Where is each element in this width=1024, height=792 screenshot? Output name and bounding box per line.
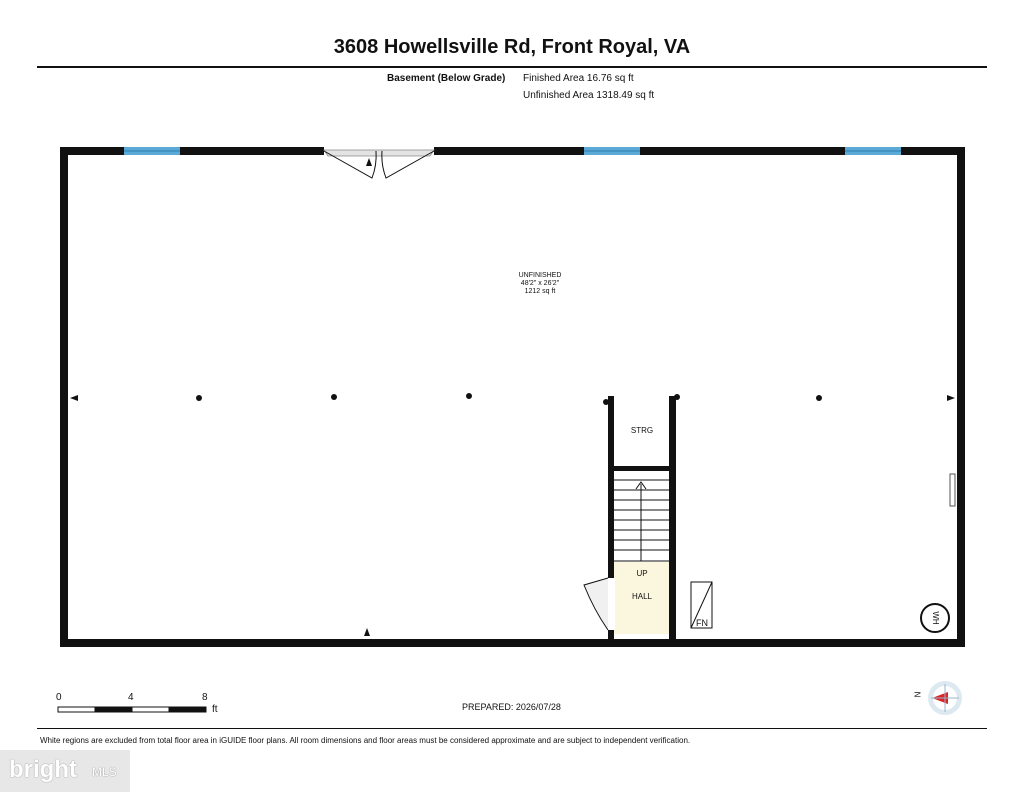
prepared-date: PREPARED: 2026/07/28: [462, 702, 561, 712]
furnace-label: FN: [696, 618, 708, 628]
unfinished-area: Unfinished Area 1318.49 sq ft: [523, 90, 655, 101]
dimension-arrow-left: [70, 395, 78, 401]
entry-arrow: [366, 158, 372, 166]
watermark-logo: bright MLS: [0, 750, 130, 792]
scale-tick-4: 4: [128, 692, 134, 703]
scale-unit: ft: [212, 704, 218, 715]
hall-area: [614, 562, 669, 634]
finished-area: Finished Area 16.76 sq ft: [523, 73, 634, 84]
column: [466, 393, 472, 399]
scale-tick-8: 8: [202, 692, 208, 703]
compass-icon: [928, 681, 962, 715]
footer-divider: [37, 728, 987, 729]
dimension-arrow-right: [947, 395, 955, 401]
scale-tick-0: 0: [56, 692, 62, 703]
level-label: Basement (Below Grade): [387, 73, 506, 84]
page-title: 3608 Howellsville Rd, Front Royal, VA: [333, 36, 691, 58]
disclaimer: White regions are excluded from total fl…: [40, 736, 691, 745]
hall-door-swing: [583, 577, 609, 631]
header-divider: [37, 66, 987, 68]
room-area: 1212 sq ft: [524, 288, 556, 295]
door-leaf-right: [381, 150, 435, 179]
watermark-sub: MLS: [92, 765, 117, 779]
storage-wall-right: [669, 396, 676, 643]
room-storage: STRG: [630, 426, 654, 435]
column: [196, 395, 202, 401]
water-heater-label: WH: [920, 603, 950, 633]
staircase: [614, 479, 669, 562]
hall-door-gap: [607, 578, 615, 630]
room-dimensions: 48'2" x 26'2": [520, 280, 560, 287]
column: [603, 399, 609, 405]
room-hall: HALL: [631, 592, 652, 601]
storage-wall-bottom: [614, 466, 669, 471]
room-name: UNFINISHED: [518, 272, 562, 279]
compass-north-label: N: [912, 691, 922, 698]
watermark-brand: bright: [9, 756, 77, 783]
dimension-arrow-bottom: [364, 628, 370, 636]
wall-fixture: [949, 473, 956, 507]
door-swing-top: [323, 149, 435, 157]
column: [816, 395, 822, 401]
room-unfinished: UNFINISHED 48'2" x 26'2" 1212 sq ft: [490, 272, 590, 296]
storage-wall-left: [608, 396, 614, 643]
outer-wall: [60, 147, 965, 647]
stairs-direction: UP: [636, 569, 648, 578]
column: [331, 394, 337, 400]
scale-bar: [57, 706, 207, 713]
stair-arrow: [635, 481, 647, 490]
door-leaf-left: [323, 150, 377, 179]
